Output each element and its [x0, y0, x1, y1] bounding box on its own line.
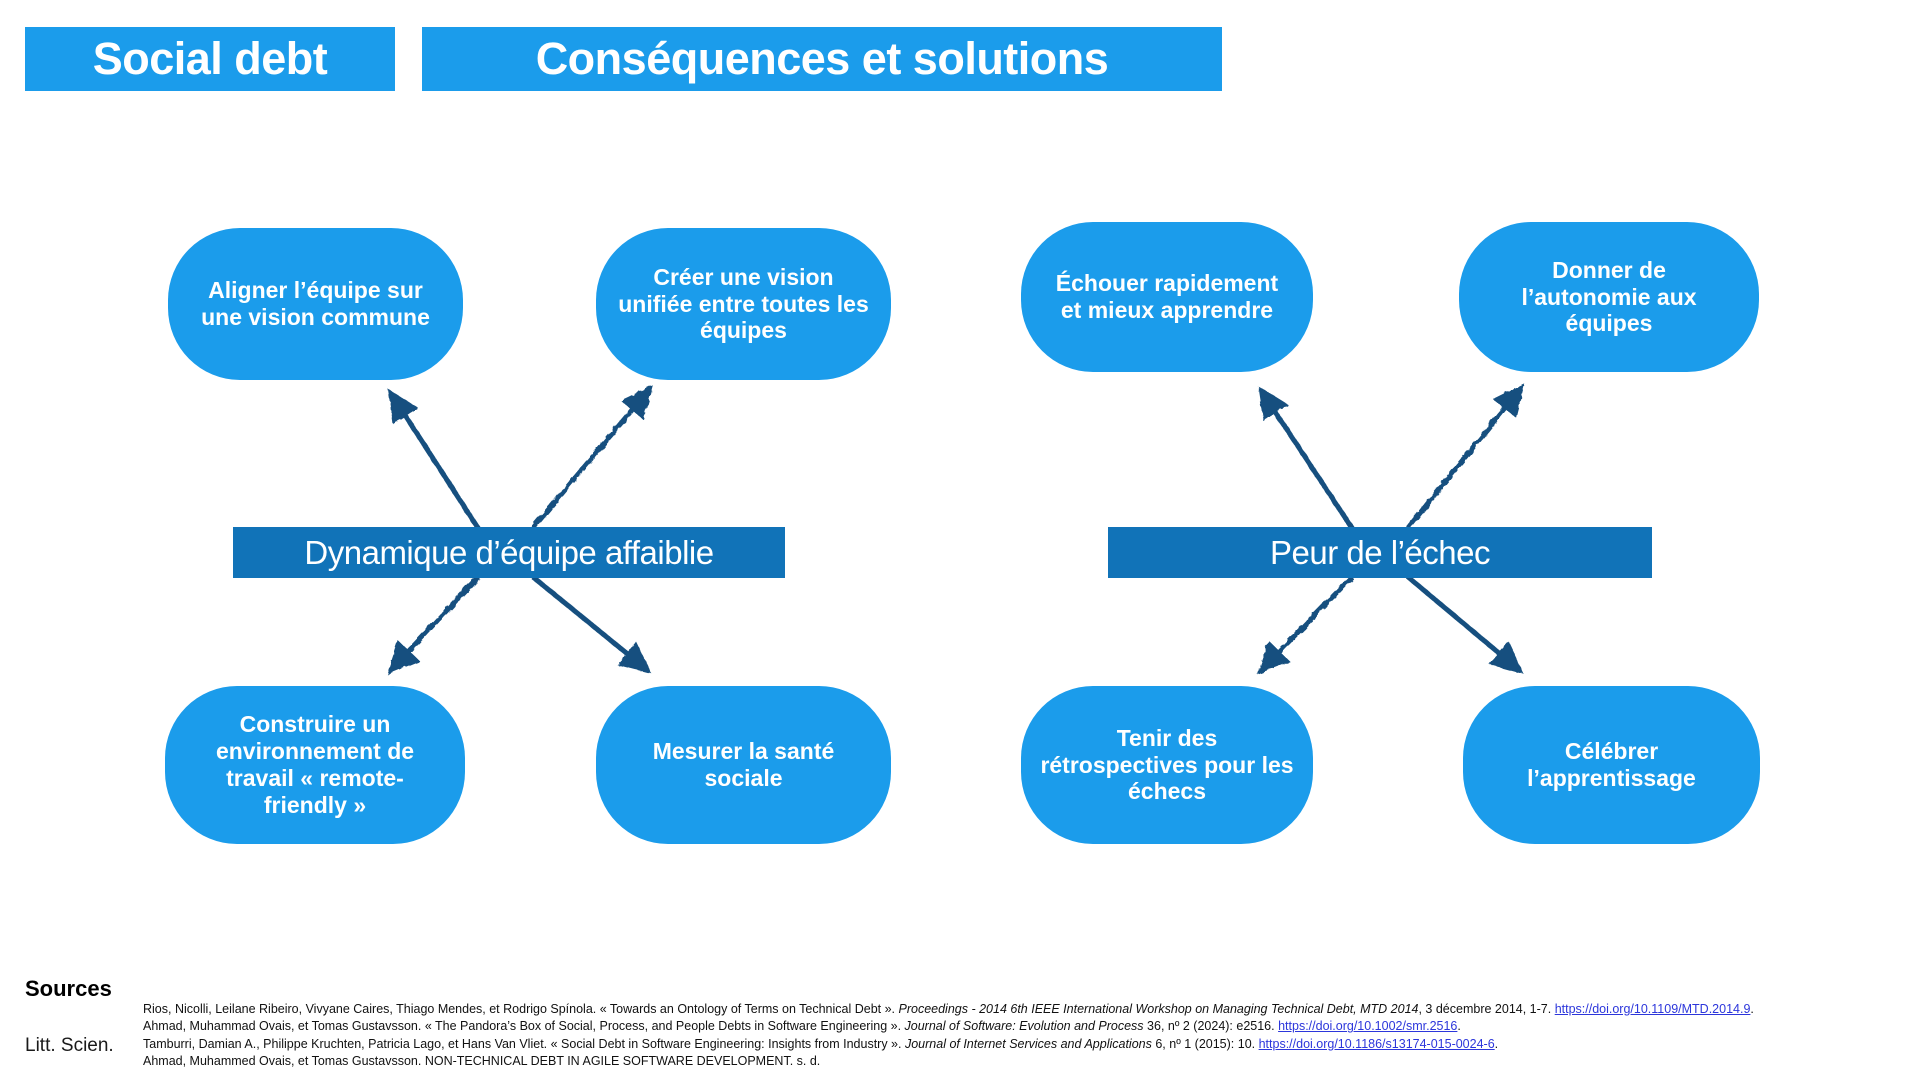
- citation-line: Ahmad, Muhammad Ovais, et Tomas Gustavss…: [143, 1018, 1754, 1035]
- sources-heading: Sources: [25, 976, 112, 1001]
- bubble-team-autonomy: Donner de l’autonomie aux équipes: [1459, 222, 1759, 372]
- citation-text: Ahmad, Muhammad Ovais, et Tomas Gustavss…: [143, 1019, 905, 1034]
- citation-text: .: [1494, 1036, 1499, 1051]
- citation-text: 6, nº 1 (2015): 10.: [1151, 1036, 1259, 1051]
- center-bar-fear-of-failure: Peur de l’échec: [1108, 527, 1652, 578]
- title-box-consequences-solutions: Conséquences et solutions: [422, 27, 1222, 91]
- arrow: [531, 575, 652, 674]
- bubble-failure-retrospectives: Tenir des rétrospectives pour les échecs: [1021, 686, 1313, 844]
- citation-text: Ahmad, Muhammed Ovais, et Tomas Gustavss…: [143, 1054, 821, 1069]
- slide-title: Social debt: [92, 33, 328, 84]
- bubble-fail-fast-learn: Échouer rapidement et mieux apprendre: [1021, 222, 1313, 372]
- arrow: [1256, 575, 1354, 675]
- title-box-social-debt: Social debt: [25, 27, 395, 91]
- sources-category-label: Litt. Scien.: [25, 1035, 114, 1056]
- citation-list: Rios, Nicolli, Leilane Ribeiro, Vivyane …: [143, 1001, 1754, 1071]
- arrow: [386, 575, 480, 675]
- arrow: [387, 388, 481, 530]
- citation-line: Tamburri, Damian A., Philippe Kruchten, …: [143, 1036, 1754, 1053]
- citation-doi-link[interactable]: https://doi.org/10.1186/s13174-015-0024-…: [1258, 1036, 1495, 1051]
- citation-line: Ahmad, Muhammed Ovais, et Tomas Gustavss…: [143, 1053, 1754, 1070]
- bubble-align-team-vision: Aligner l’équipe sur une vision commune: [168, 228, 463, 380]
- arrow: [531, 385, 653, 530]
- arrow: [1406, 383, 1525, 530]
- citation-text: .: [1750, 1002, 1754, 1016]
- citation-text: Tamburri, Damian A., Philippe Kruchten, …: [143, 1036, 905, 1051]
- center-bar-weakened-team-dynamics: Dynamique d’équipe affaiblie: [233, 527, 785, 578]
- arrow: [1406, 575, 1524, 674]
- citation-doi-link[interactable]: https://doi.org/10.1109/MTD.2014.9: [1554, 1002, 1751, 1016]
- citation-journal-title: Journal of Internet Services and Applica…: [904, 1036, 1152, 1051]
- bubble-measure-social-health: Mesurer la santé sociale: [596, 686, 891, 844]
- citation-line: Rios, Nicolli, Leilane Ribeiro, Vivyane …: [143, 1001, 1754, 1018]
- bubble-unified-vision: Créer une vision unifiée entre toutes le…: [596, 228, 891, 380]
- citation-journal-title: Journal of Software: Evolution and Proce…: [904, 1019, 1144, 1034]
- citation-text: 36, nº 2 (2024): e2516.: [1143, 1019, 1279, 1034]
- citation-journal-title: Proceedings - 2014 6th IEEE Internationa…: [898, 1002, 1419, 1016]
- citation-text: Rios, Nicolli, Leilane Ribeiro, Vivyane …: [143, 1002, 899, 1016]
- slide-subtitle: Conséquences et solutions: [535, 33, 1109, 84]
- citation-text: , 3 décembre 2014, 1-7.: [1418, 1002, 1555, 1016]
- citation-doi-link[interactable]: https://doi.org/10.1002/smr.2516: [1278, 1019, 1458, 1034]
- bubble-celebrate-learning: Célébrer l’apprentissage: [1463, 686, 1760, 844]
- bubble-remote-friendly-environment: Construire un environnement de travail «…: [165, 686, 465, 844]
- arrow: [1257, 385, 1355, 530]
- citation-text: .: [1457, 1019, 1461, 1034]
